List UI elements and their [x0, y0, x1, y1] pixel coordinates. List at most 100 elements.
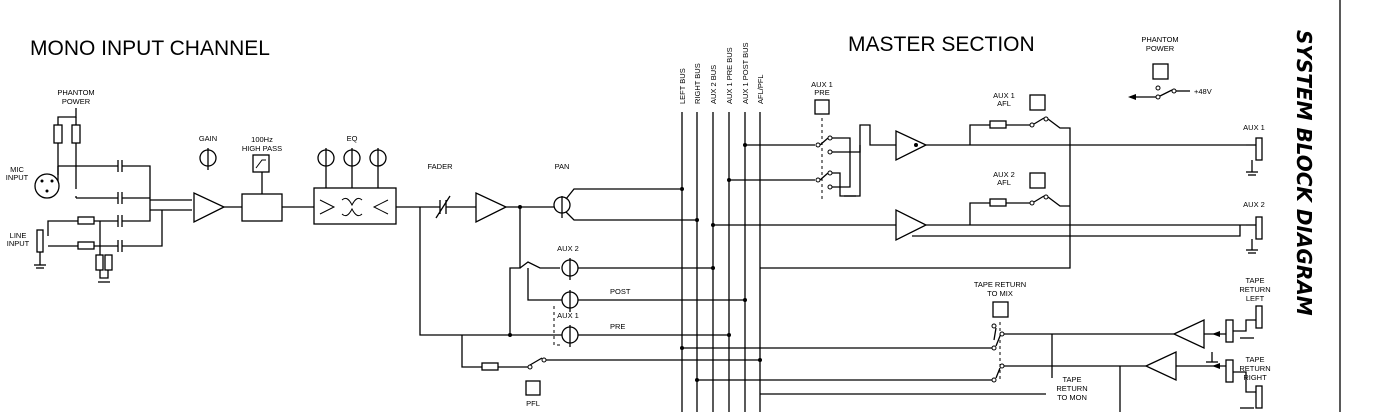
- phantom-power-button[interactable]: [1152, 63, 1169, 80]
- phantom-resistor-1: [53, 124, 63, 144]
- tape-return-mon-label-2: RETURN: [1056, 384, 1087, 393]
- line-input-label-1: LINE: [10, 231, 27, 240]
- aux1-afl-switch-icon: [1029, 116, 1049, 128]
- aux1-output-label: AUX 1: [1243, 123, 1265, 132]
- pre-label: PRE: [610, 322, 625, 331]
- line-resistor-1: [77, 216, 95, 225]
- aux1-pre-switch-label-2: PRE: [814, 88, 829, 97]
- pfl-resistor: [481, 362, 499, 371]
- gain-amplifier-icon: [193, 191, 226, 224]
- high-pass-filter-block: [241, 193, 283, 222]
- high-pass-label-2: HIGH PASS: [242, 144, 282, 153]
- tape-right-amp-icon: [1144, 350, 1177, 382]
- master-phantom-label-1: PHANTOM: [1141, 35, 1178, 44]
- aux2-master-amp-icon: [895, 208, 928, 242]
- aux2-afl-switch-icon: [1029, 194, 1049, 206]
- pfl-button[interactable]: [525, 380, 541, 396]
- eq-block: [313, 187, 397, 225]
- line-jack-icon: [36, 229, 44, 253]
- bus-label-aux2: AUX 2 BUS: [709, 65, 718, 104]
- mono-input-title: MONO INPUT CHANNEL: [30, 37, 270, 60]
- line-resistor-4: [104, 254, 113, 271]
- coupling-cap-3: [117, 215, 123, 227]
- gain-label: GAIN: [199, 134, 217, 143]
- high-pass-label-1: 100Hz: [251, 135, 273, 144]
- eq-label: EQ: [347, 134, 358, 143]
- post-label: POST: [610, 287, 631, 296]
- plus48v-label: +48V: [1194, 87, 1212, 96]
- tape-return-mix-label-2: TO MIX: [987, 289, 1013, 298]
- tape-left-label-1: TAPE: [1245, 276, 1264, 285]
- eq-knob-low-icon: [317, 148, 335, 188]
- aux1-master-amp-icon: [895, 129, 928, 162]
- tape-return-mon-label-3: TO MON: [1057, 393, 1087, 402]
- side-title: SYSTEM BLOCK DIAGRAM: [1292, 30, 1316, 316]
- aux2-afl-resistor: [989, 198, 1007, 207]
- line-resistor-3: [95, 254, 104, 271]
- aux1-afl-resistor: [989, 120, 1007, 129]
- tape-right-label-3: RIGHT: [1243, 373, 1267, 382]
- tape-return-mix-label-1: TAPE RETURN: [974, 280, 1026, 289]
- line-input-label-2: INPUT: [7, 239, 30, 248]
- line-resistor-2: [77, 241, 95, 250]
- aux1-output-jack-icon: [1255, 137, 1263, 161]
- master-section-title: MASTER SECTION: [848, 33, 1035, 56]
- tape-left-label-2: RETURN: [1239, 285, 1270, 294]
- mic-input-label-2: INPUT: [6, 173, 29, 182]
- tape-right-jack-icon: [1255, 385, 1263, 409]
- coupling-cap-1: [117, 160, 123, 172]
- tape-return-mon-label-1: TAPE: [1062, 375, 1081, 384]
- aux1-pre-button[interactable]: [814, 99, 830, 115]
- aux1-pre-switch-icon: [815, 135, 833, 190]
- aux2-output-label: AUX 2: [1243, 200, 1265, 209]
- aux2-output-jack-icon: [1255, 216, 1263, 240]
- tape-left-jack-icon: [1255, 305, 1263, 329]
- aux2-send-label: AUX 2: [557, 244, 579, 253]
- bus-label-left: LEFT BUS: [678, 68, 687, 104]
- pan-knob-icon: [553, 196, 571, 218]
- aux1-label: AUX 1: [557, 311, 579, 320]
- aux2-afl-button[interactable]: [1029, 172, 1046, 189]
- coupling-cap-4: [117, 240, 123, 252]
- eq-knob-high-icon: [369, 148, 387, 188]
- fader-label: FADER: [427, 162, 453, 171]
- master-phantom-label-2: POWER: [1146, 44, 1175, 53]
- aux2-afl-label-1: AUX 2: [993, 170, 1015, 179]
- phantom-resistor-2: [71, 124, 81, 144]
- aux1-afl-button[interactable]: [1029, 94, 1046, 111]
- pan-label: PAN: [555, 162, 570, 171]
- aux1-post-knob-icon: [561, 290, 579, 312]
- tape-right-label-2: RETURN: [1239, 364, 1270, 373]
- eq-knob-mid-icon: [343, 148, 361, 188]
- tape-right-trim-icon: [1225, 359, 1234, 383]
- aux1-afl-label-1: AUX 1: [993, 91, 1015, 100]
- tape-left-trim-icon: [1225, 319, 1234, 343]
- tape-mix-switch-icon: [991, 323, 1005, 383]
- tape-left-label-3: LEFT: [1246, 294, 1265, 303]
- bus-label-aux1-pre: AUX 1 PRE BUS: [725, 47, 734, 104]
- high-pass-switch-icon: [252, 154, 270, 173]
- aux2-knob-icon: [561, 258, 579, 280]
- bus-label-right: RIGHT BUS: [693, 63, 702, 104]
- coupling-cap-2: [117, 192, 123, 204]
- aux1-pre-switch-label-1: AUX 1: [811, 80, 833, 89]
- xlr-connector-icon: [34, 173, 60, 199]
- tape-right-label-1: TAPE: [1245, 355, 1264, 364]
- phantom-switch-icon: [1155, 85, 1177, 100]
- gain-knob-icon: [199, 148, 217, 170]
- bus-label-aux1-post: AUX 1 POST BUS: [741, 42, 750, 104]
- pfl-switch-icon: [527, 357, 547, 370]
- aux1-afl-label-2: AFL: [997, 99, 1011, 108]
- aux2-afl-label-2: AFL: [997, 178, 1011, 187]
- fader-amplifier-icon: [475, 191, 508, 224]
- tape-left-amp-icon: [1172, 318, 1205, 350]
- pfl-label: PFL: [526, 399, 540, 408]
- phantom-label-2: POWER: [62, 97, 91, 106]
- bus-label-afl-pfl: AFL/PFL: [756, 74, 765, 104]
- bus-labels: LEFT BUS RIGHT BUS AUX 2 BUS AUX 1 PRE B…: [678, 42, 765, 104]
- tape-return-mix-button[interactable]: [992, 301, 1009, 318]
- mic-input-label-1: MIC: [10, 165, 24, 174]
- bus-lines: [681, 112, 761, 412]
- aux1-pre-knob-icon: [561, 325, 579, 347]
